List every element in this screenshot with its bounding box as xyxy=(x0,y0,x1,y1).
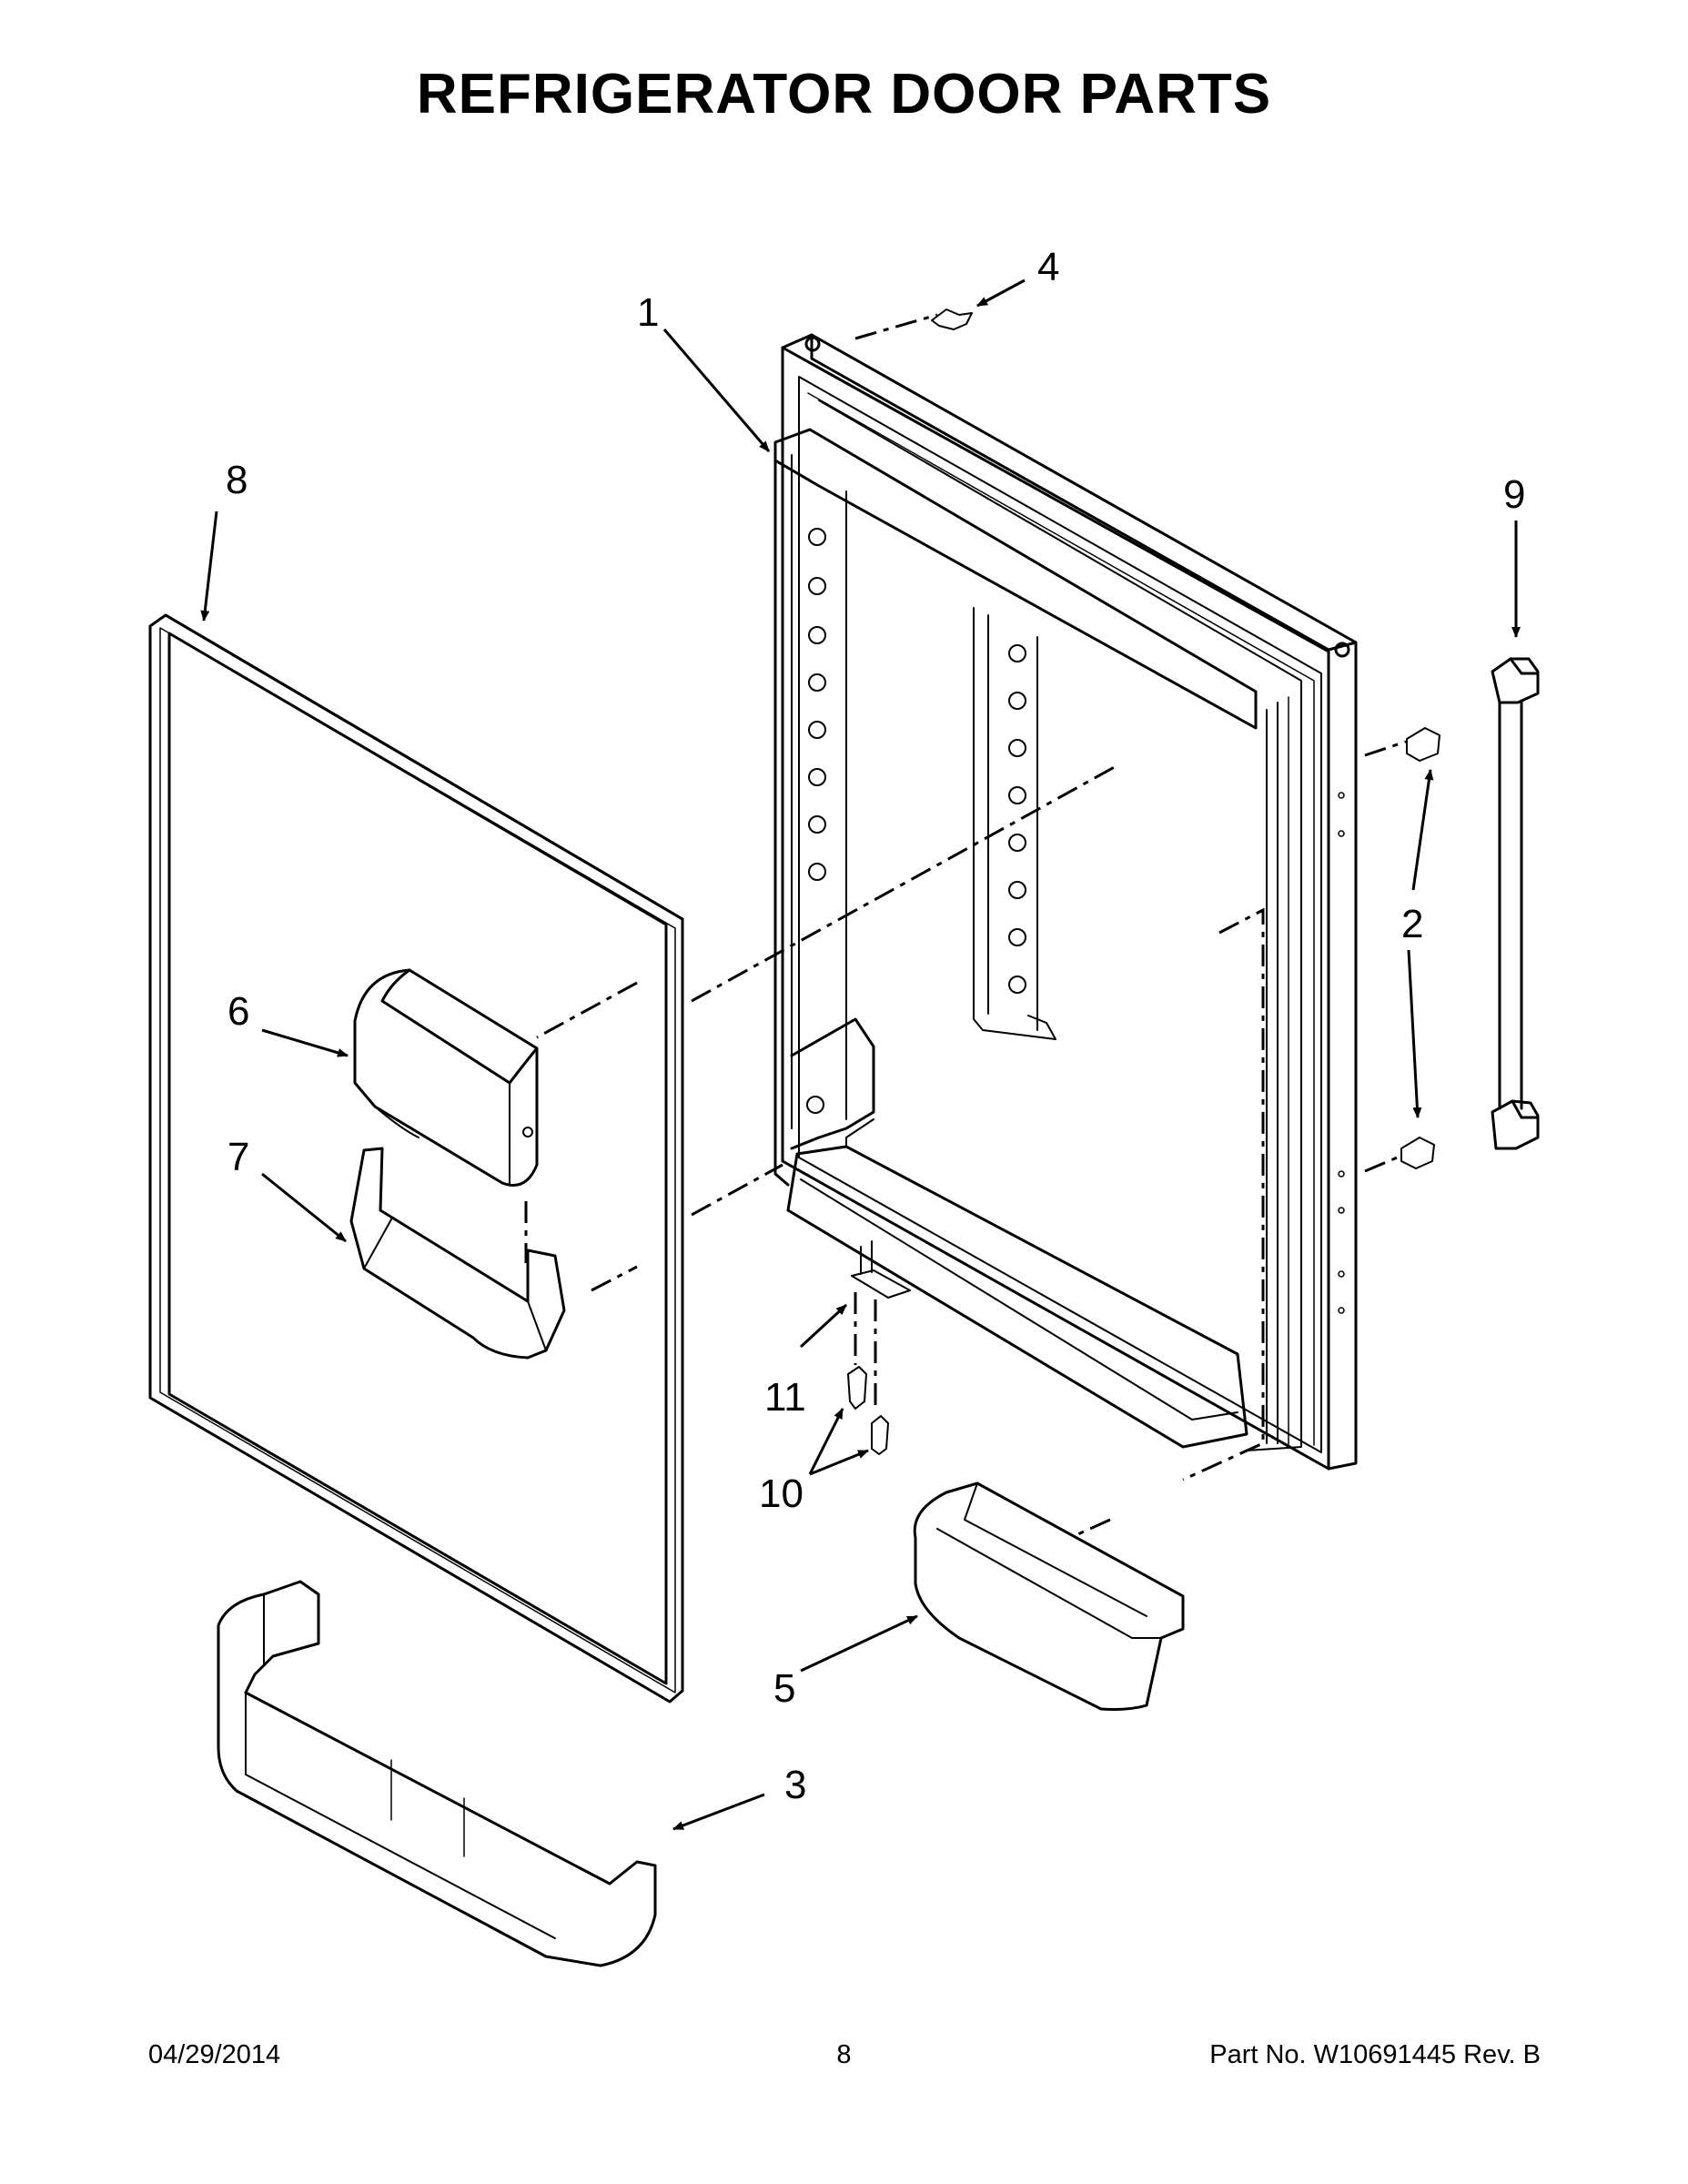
shelf-bin-part-3 xyxy=(217,1580,657,1967)
bracket-part-11 xyxy=(851,1240,911,1299)
callout-7: 7 xyxy=(227,1135,249,1179)
callout-5: 5 xyxy=(773,1666,795,1711)
clip-part-4 xyxy=(931,308,973,330)
arrow-to-part-11 xyxy=(799,1303,848,1349)
callout-9: 9 xyxy=(1503,472,1525,517)
door-liner-part-1 xyxy=(773,333,1358,1471)
arrow-to-part-5 xyxy=(800,1614,918,1673)
arrow-to-part-1 xyxy=(662,329,771,452)
arrow-to-part-2-upper xyxy=(1411,769,1434,891)
arrow-to-part-8 xyxy=(200,511,218,622)
dispenser-tray-part-7 xyxy=(349,1147,566,1360)
assembly-lines xyxy=(524,313,1407,1538)
footer-page-number: 8 xyxy=(836,2040,852,2069)
callout-10: 10 xyxy=(759,1471,804,1516)
callout-2: 2 xyxy=(1401,902,1423,946)
arrow-to-part-7 xyxy=(261,1172,347,1243)
door-panel-part-8 xyxy=(148,613,684,1704)
arrow-to-part-3 xyxy=(672,1793,765,1831)
door-handle-part-9 xyxy=(1491,657,1540,1150)
callout-8: 8 xyxy=(226,458,248,502)
arrow-to-part-6 xyxy=(261,1028,349,1057)
arrow-to-part-4 xyxy=(976,278,1026,308)
footer-part-number: Part No. W10691445 Rev. B xyxy=(1209,2040,1541,2069)
callout-4: 4 xyxy=(1037,245,1059,289)
screws-part-10 xyxy=(847,1366,889,1455)
callout-3: 3 xyxy=(784,1763,806,1807)
mounting-studs-part-2 xyxy=(1400,727,1440,1169)
door-bin-part-5 xyxy=(913,1481,1185,1711)
page-title: REFRIGERATOR DOOR PARTS xyxy=(416,63,1272,126)
leader-arrows xyxy=(200,278,1521,1831)
callout-1: 1 xyxy=(637,290,659,335)
arrow-to-part-10-b xyxy=(809,1449,869,1476)
arrow-to-part-2-lower xyxy=(1407,949,1422,1118)
footer-date: 04/29/2014 xyxy=(148,2040,281,2069)
dispenser-cover-part-6 xyxy=(353,968,539,1187)
callout-11: 11 xyxy=(764,1375,806,1420)
arrow-to-part-10-a xyxy=(808,1408,844,1475)
callout-6: 6 xyxy=(227,989,249,1034)
